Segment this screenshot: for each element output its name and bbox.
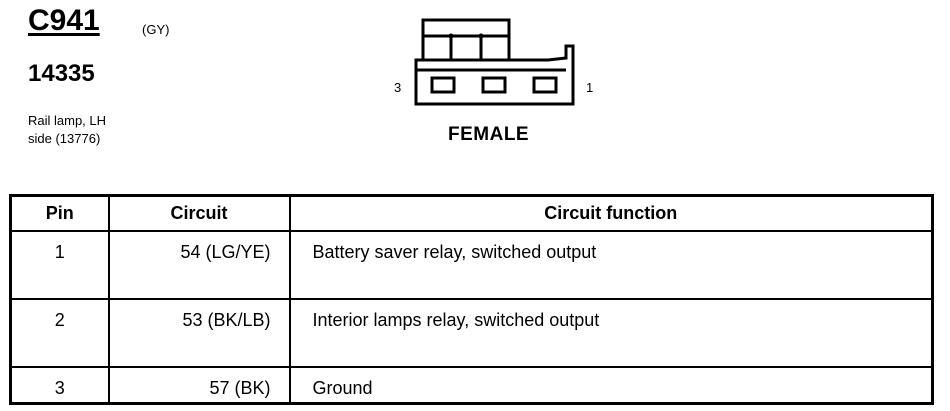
cell-function: Ground <box>288 366 934 405</box>
cell-circuit: 53 (BK/LB) <box>107 298 291 368</box>
cell-pin: 3 <box>9 366 110 405</box>
latch-dot-right <box>478 33 484 39</box>
connector-id: C941 <box>28 4 100 37</box>
latch-dot-left <box>448 33 454 39</box>
cell-function: Battery saver relay, switched output <box>288 230 934 300</box>
cell-pin: 1 <box>9 230 110 300</box>
pin-label-left: 3 <box>394 80 402 95</box>
header-circuit: Circuit <box>107 194 291 232</box>
pin-cavity-1 <box>532 76 558 94</box>
table-row: 3 57 (BK) Ground <box>9 366 934 405</box>
connector-color-code: (GY) <box>142 22 170 37</box>
connector-latch-housing <box>421 18 511 62</box>
header-circuit-function: Circuit function <box>288 194 934 232</box>
pin-cavity-2 <box>481 76 507 94</box>
description-line-1: Rail lamp, LH <box>28 113 107 128</box>
pin-label-right: 1 <box>586 80 594 95</box>
connector-body-outline <box>414 44 575 106</box>
connector-description: Rail lamp, LH side (13776) <box>28 112 148 148</box>
description-line-2: side (13776) <box>28 131 101 146</box>
cell-circuit: 54 (LG/YE) <box>107 230 291 300</box>
cell-circuit: 57 (BK) <box>107 366 291 405</box>
pin-cavity-3 <box>430 76 456 94</box>
table-row: 1 54 (LG/YE) Battery saver relay, switch… <box>9 230 934 300</box>
table-row: 2 53 (BK/LB) Interior lamps relay, switc… <box>9 298 934 368</box>
table-header-row: Pin Circuit Circuit function <box>9 194 934 232</box>
cell-pin: 2 <box>9 298 110 368</box>
header-pin: Pin <box>9 194 110 232</box>
connector-gender-label: FEMALE <box>448 124 530 145</box>
connector-face-drawing <box>414 18 575 106</box>
pin-table: Pin Circuit Circuit function 1 54 (LG/YE… <box>9 194 934 405</box>
cell-function: Interior lamps relay, switched output <box>288 298 934 368</box>
part-number: 14335 <box>28 60 95 87</box>
